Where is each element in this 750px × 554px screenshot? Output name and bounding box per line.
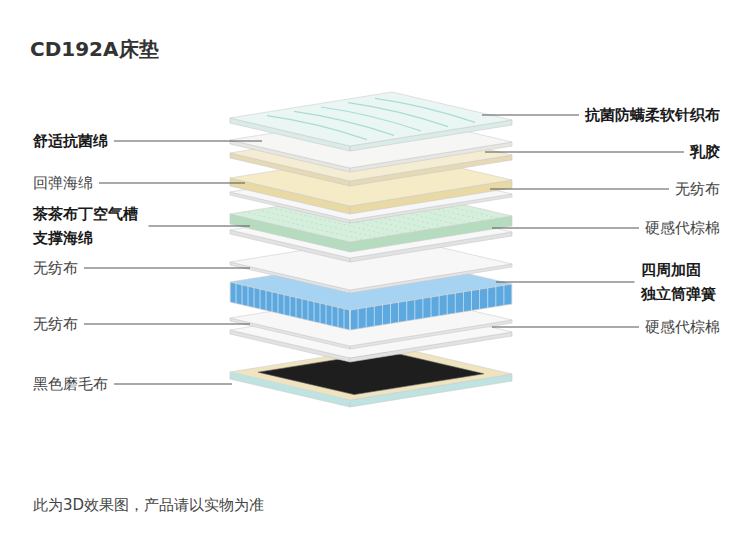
leader-line	[114, 141, 262, 142]
spring-coil	[455, 293, 456, 313]
leader-line	[496, 282, 635, 283]
layer-label: 硬感代棕棉	[645, 315, 720, 339]
spring-coil	[479, 289, 480, 309]
spring-coil	[358, 309, 359, 329]
knit-pattern	[375, 98, 475, 122]
spring-coil	[236, 283, 237, 303]
leader-line	[490, 189, 669, 190]
leader-line	[485, 152, 684, 153]
spring-coil	[320, 303, 321, 323]
spring-coil	[314, 302, 315, 322]
spring-coil	[447, 294, 448, 314]
spring-coil	[374, 306, 375, 326]
spring-coil	[272, 292, 273, 312]
spring-coil	[266, 290, 267, 310]
spring-coil	[290, 296, 291, 316]
knit-pattern	[294, 111, 394, 135]
spring-coil	[350, 310, 351, 330]
spring-coil	[344, 309, 345, 329]
spring-coil	[332, 306, 333, 326]
spring-coil	[382, 305, 383, 325]
spring-coil	[422, 298, 423, 318]
leader-line	[84, 268, 250, 269]
layer-label: 无纺布	[33, 312, 78, 336]
leader-line	[114, 384, 232, 385]
spring-coil	[248, 286, 249, 306]
layer-label: 无纺布	[33, 256, 78, 280]
layer-label: 茶茶布丁空气槽 支撑海绵	[33, 202, 143, 250]
layer-label: 抗菌防螨柔软针织布	[585, 103, 720, 127]
knit-pattern	[267, 116, 367, 140]
spring-coil	[308, 300, 309, 320]
layer-label: 舒适抗菌绵	[33, 129, 108, 153]
layer-label: 硬感代棕棉	[645, 216, 720, 240]
mattress-layer	[230, 92, 512, 151]
leader-line	[492, 228, 639, 229]
diagram-caption: 此为3D效果图，产品请以实物为准	[33, 495, 264, 515]
spring-coil	[431, 297, 432, 317]
spring-coil	[254, 288, 255, 308]
diagram-title: CD192A床垫	[30, 36, 159, 62]
layer-label: 无纺布	[675, 177, 720, 201]
spring-coil	[503, 285, 504, 305]
spring-coil	[278, 293, 279, 313]
spring-coil	[338, 307, 339, 327]
spring-coil	[390, 304, 391, 324]
spring-coil	[487, 288, 488, 308]
layer-label: 黑色磨毛布	[33, 372, 108, 396]
leader-line	[149, 226, 251, 227]
leader-line	[99, 183, 245, 184]
layer-label: 回弹海绵	[33, 171, 93, 195]
frame-edge	[230, 372, 350, 404]
spring-coil	[230, 282, 231, 302]
spring-coil	[366, 307, 367, 327]
spring-coil	[296, 297, 297, 317]
spring-coil	[350, 310, 351, 330]
spring-coil	[326, 304, 327, 324]
knit-pattern	[348, 103, 448, 127]
leader-line	[84, 324, 250, 325]
spring-coil	[471, 291, 472, 311]
layer-top	[230, 92, 512, 146]
layer-label: 四周加固 独立筒弹簧	[641, 258, 721, 306]
knit-pattern	[321, 107, 421, 131]
spring-coil	[495, 287, 496, 307]
spring-coil	[406, 301, 407, 321]
layer-label: 乳胶	[690, 140, 720, 164]
spring-coil	[398, 302, 399, 322]
leader-line	[492, 327, 639, 328]
spring-coil	[284, 295, 285, 315]
spring-coil	[260, 289, 261, 309]
spring-coil	[512, 284, 513, 304]
spring-coil	[302, 299, 303, 319]
spring-coil	[242, 285, 243, 305]
leader-line	[482, 115, 579, 116]
spring-coil	[414, 300, 415, 320]
spring-coil	[463, 292, 464, 312]
spring-coil	[439, 296, 440, 316]
